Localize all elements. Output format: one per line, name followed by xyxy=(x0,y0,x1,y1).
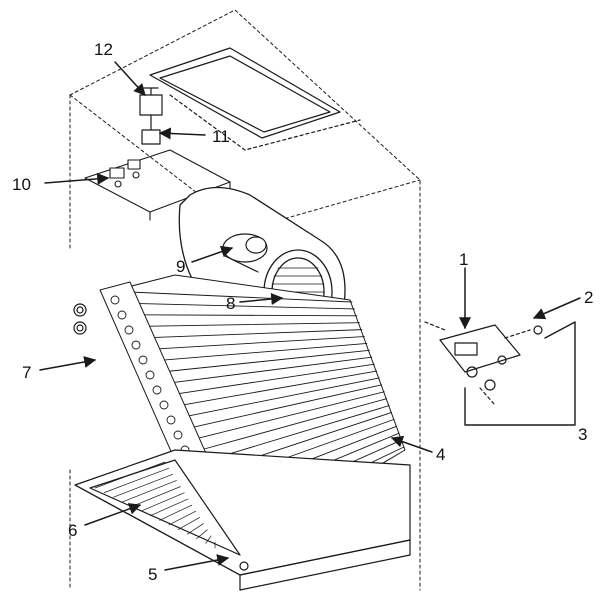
callout-2: 2 xyxy=(584,288,593,307)
callout-10: 10 xyxy=(12,175,31,194)
leader-7 xyxy=(39,356,97,371)
pan-hatch-line xyxy=(140,492,185,512)
drain-pan xyxy=(74,449,411,591)
pan-hatch-line xyxy=(159,504,193,521)
callout-bracket-3 xyxy=(464,321,576,426)
pan-hatch-line xyxy=(196,529,208,540)
coil-tube-end xyxy=(117,310,127,320)
callout-labels: 12 11 10 9 8 7 1 2 3 4 6 5 xyxy=(12,40,593,584)
leader-12 xyxy=(114,61,146,96)
blower-motor xyxy=(222,233,268,273)
coil-fin-line xyxy=(183,384,383,430)
coil-tube-end xyxy=(159,400,169,410)
leader-11 xyxy=(158,127,206,140)
coil-fin-line xyxy=(156,342,368,362)
callout-11: 11 xyxy=(212,127,230,146)
coil-fin-line xyxy=(174,370,378,407)
coil-fin-line xyxy=(165,356,373,384)
pan-hatch-line xyxy=(177,517,200,530)
coil-fin-line xyxy=(192,398,388,453)
leader-10 xyxy=(44,172,110,185)
leader-9 xyxy=(191,245,234,263)
coil-tube-end xyxy=(138,355,148,365)
coil-fin-line xyxy=(179,377,380,419)
coil-fin-line xyxy=(152,336,365,350)
coil-fin-line xyxy=(170,363,375,396)
coil-tube-end xyxy=(145,370,155,380)
switch-assembly xyxy=(424,321,543,406)
coil-fin-line xyxy=(143,322,360,327)
pan-hatch-line xyxy=(113,473,174,498)
leader-4 xyxy=(390,435,433,453)
pan-hatch-line xyxy=(205,535,212,544)
coil-tube-end xyxy=(131,340,141,350)
callout-6: 6 xyxy=(68,521,77,540)
leader-lines xyxy=(39,61,581,571)
leader-8 xyxy=(239,293,284,305)
leader-6 xyxy=(84,503,142,526)
relay-assembly xyxy=(139,87,163,145)
pan-hatch-line xyxy=(150,498,189,517)
side-fittings xyxy=(73,303,87,335)
pan-hatch-line xyxy=(168,510,197,526)
callout-8: 8 xyxy=(226,294,235,313)
leader-5 xyxy=(164,554,230,571)
coil-fin-line xyxy=(161,349,370,373)
callout-7: 7 xyxy=(22,363,31,382)
coil-fin-line xyxy=(134,302,355,310)
pan-hatch-line xyxy=(103,467,170,493)
pan-hatch-line xyxy=(122,480,177,503)
coil-tube-end xyxy=(110,295,120,305)
coil-tube-end xyxy=(173,430,183,440)
top-panel xyxy=(149,47,361,151)
callout-3: 3 xyxy=(578,425,587,444)
pan-hatch-line xyxy=(94,461,166,489)
coil-tube-end xyxy=(124,325,134,335)
coil-fin-line xyxy=(138,314,358,317)
callout-4: 4 xyxy=(436,445,445,464)
coil-fin-line xyxy=(188,391,385,442)
callout-9: 9 xyxy=(176,257,185,276)
callout-12: 12 xyxy=(94,40,113,59)
coil-fin-line xyxy=(147,329,363,339)
coil-tube-end xyxy=(166,415,176,425)
callout-1: 1 xyxy=(459,250,468,269)
callout-5: 5 xyxy=(148,565,157,584)
coil-tube-end xyxy=(152,385,162,395)
leader-2 xyxy=(532,297,581,320)
coil-fin-line xyxy=(129,291,353,303)
pan-hatch-line xyxy=(186,523,204,535)
